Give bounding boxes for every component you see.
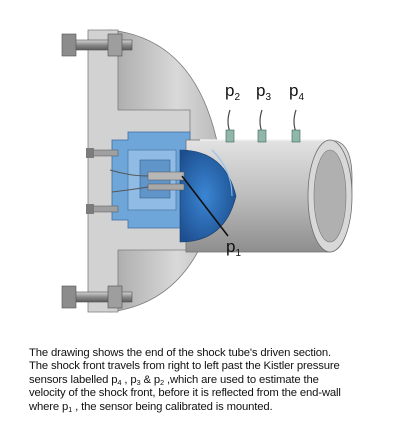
caption-line-4: velocity of the shock front, before it i… xyxy=(29,387,341,400)
caption-line-5: where p1 , the sensor being calibrated i… xyxy=(29,400,273,414)
caption-line-3: sensors labelled p4 , p3 & p2 ,which are… xyxy=(29,373,319,387)
figure-caption: The drawing shows the end of the shock t… xyxy=(29,347,381,414)
p1-leader-line xyxy=(181,175,229,237)
shock-tube-figure: p2 p3 p4 p1 xyxy=(61,29,353,313)
shock-tube-drawing: p2 p3 p4 p1 xyxy=(61,29,353,313)
tube-bore xyxy=(179,149,237,243)
top-bolt xyxy=(61,33,133,57)
mid-bolts xyxy=(86,148,119,214)
bottom-bolt xyxy=(61,285,133,309)
p2-sensor xyxy=(225,109,235,143)
caption-line-2: The shock front travels from right to le… xyxy=(29,360,340,373)
p3-sensor xyxy=(257,109,267,143)
label-p1: p1 xyxy=(226,237,241,259)
label-p4: p4 xyxy=(289,81,304,103)
label-p3: p3 xyxy=(256,81,271,103)
p4-sensor xyxy=(291,109,301,143)
caption-line-1: The drawing shows the end of the shock t… xyxy=(29,347,331,359)
p1-sensor xyxy=(109,169,185,193)
label-p2: p2 xyxy=(225,81,240,103)
